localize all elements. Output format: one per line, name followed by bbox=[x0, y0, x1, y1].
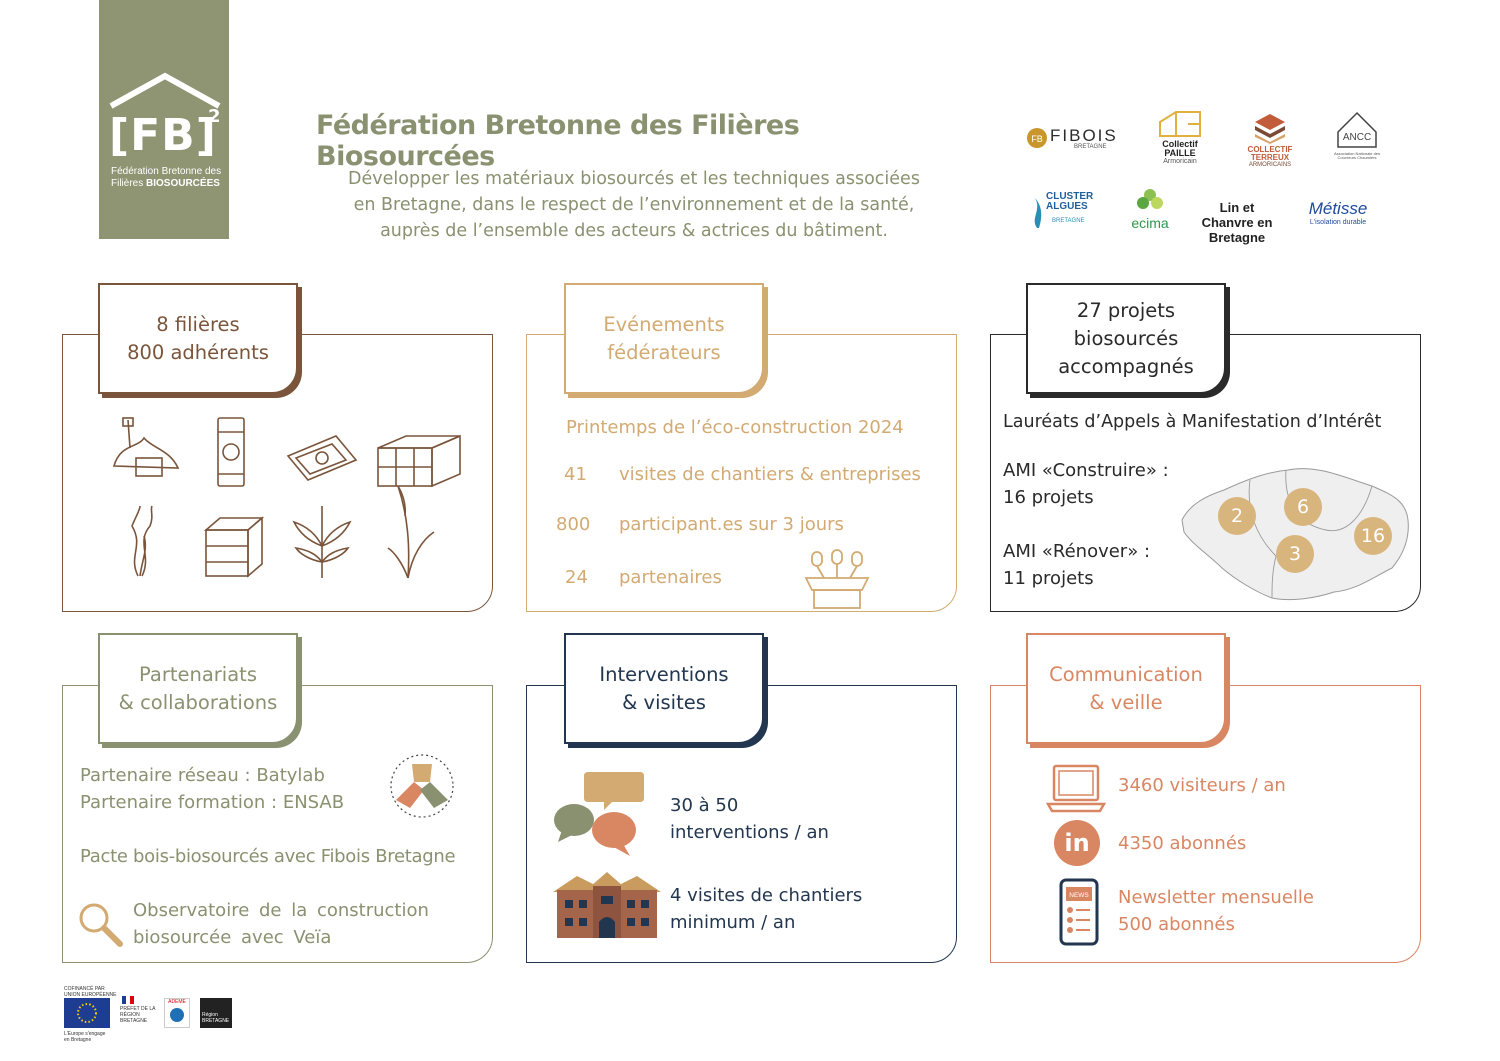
hemp-icon bbox=[292, 506, 352, 578]
laptop-icon bbox=[1046, 764, 1106, 813]
building-icon bbox=[553, 872, 661, 938]
logo-subtitle: Fédération Bretonne des Filières BIOSOUR… bbox=[111, 166, 222, 189]
algae-icon bbox=[1034, 198, 1042, 228]
smartphone-newsletter-icon: NEWS bbox=[1059, 878, 1099, 946]
cellulose-icon bbox=[217, 417, 245, 487]
fibois-logo: FB FIBOIS BRETAGNE bbox=[1026, 124, 1128, 152]
svg-text:NEWS: NEWS bbox=[1069, 892, 1089, 899]
ancc-logo: ANCC Association Nationale des Couvreurs… bbox=[1330, 110, 1384, 168]
event-stat-num: 800 bbox=[556, 514, 591, 535]
funders-logos: COFINANCÉ PAR UNION EUROPÉENNE L'Europe … bbox=[62, 986, 234, 1044]
map-badge: 3 bbox=[1276, 535, 1314, 573]
page-title: Fédération Bretonne des Filières Biosour… bbox=[316, 110, 800, 172]
speech-bubbles-icon bbox=[554, 772, 644, 856]
event-stat-label: partenaires bbox=[619, 567, 722, 588]
handshake-circle-icon bbox=[390, 754, 454, 818]
ami-renover: AMI «Rénover» :11 projets bbox=[1003, 541, 1151, 589]
earth-layers-icon bbox=[1255, 114, 1285, 144]
collectif-paille-logo: Collectif PAILLE Armoricain bbox=[1152, 108, 1208, 166]
reed-icon bbox=[387, 485, 435, 579]
collectif-terreux-logo: COLLECTIF TERREUX ARMORICAINS bbox=[1238, 112, 1302, 170]
straw-house-icon bbox=[1159, 111, 1201, 137]
podium-microphone-icon bbox=[804, 549, 870, 609]
map-badge: 2 bbox=[1218, 497, 1256, 535]
lin-chanvre-logo: Lin et Chanvre en Bretagne bbox=[1201, 200, 1273, 245]
tab-interventions: Interventions& visites bbox=[564, 633, 764, 744]
seaweed-icon bbox=[131, 505, 153, 577]
europe-slogan: L'Europe s'engage en Bretagne bbox=[64, 1031, 106, 1043]
paper-icon bbox=[286, 435, 358, 481]
map-badge: 16 bbox=[1354, 517, 1392, 555]
wood-icon bbox=[377, 434, 461, 488]
linkedin-followers: 4350 abonnés bbox=[1118, 833, 1247, 854]
magnifier-icon bbox=[79, 903, 123, 947]
event-stat-label: participant.es sur 3 jours bbox=[619, 514, 844, 535]
ecima-logo: ecima bbox=[1124, 188, 1176, 234]
filieres-icons bbox=[112, 417, 461, 579]
earth-icon bbox=[112, 417, 180, 477]
eu-label: UNION EUROPÉENNE bbox=[64, 992, 117, 998]
map-badge: 6 bbox=[1284, 488, 1322, 526]
event-heading: Printemps de l’éco-construction 2024 bbox=[566, 417, 904, 438]
metisse-logo: Métisse L'isolation durable bbox=[1308, 199, 1368, 226]
marianne-icon bbox=[122, 996, 134, 1004]
cluster-algues-logo: CLUSTER ALGUES BRETAGNE bbox=[1030, 190, 1096, 230]
linkedin-icon: in bbox=[1054, 820, 1100, 866]
fibois-circle-icon: FB bbox=[1027, 128, 1047, 148]
event-stat-num: 24 bbox=[565, 567, 588, 588]
web-visitors: 3460 visiteurs / an bbox=[1118, 775, 1286, 796]
event-stat-num: 41 bbox=[564, 464, 587, 485]
clover-icon bbox=[1137, 189, 1163, 209]
svg-text:ANCC: ANCC bbox=[1343, 132, 1371, 143]
prefet-label: PRÉFET DE LA RÉGION BRETAGNE bbox=[120, 1006, 156, 1024]
logo-mark: [FB] bbox=[109, 110, 217, 161]
tab-partnerships: Partenariats& collaborations bbox=[98, 633, 298, 744]
cofinanced-label: COFINANCÉ PAR bbox=[64, 986, 105, 992]
svg-text:FB: FB bbox=[1031, 134, 1043, 144]
ami-construire: AMI «Construire» :16 projets bbox=[1003, 460, 1169, 508]
roof-icon bbox=[109, 72, 221, 109]
page-subtitle: Développer les matériaux biosourcés et l… bbox=[348, 169, 920, 241]
logo-superscript: 2 bbox=[208, 106, 221, 127]
event-stat-label: visites de chantiers & entreprises bbox=[619, 464, 921, 485]
eu-flag-icon bbox=[64, 998, 110, 1028]
tab-communication: Communication& veille bbox=[1026, 633, 1226, 744]
ademe-logo: ADEME bbox=[164, 998, 190, 1028]
thatch-roof-icon: ANCC bbox=[1337, 111, 1377, 148]
ami-heading: Lauréats d’Appels à Manifestation d’Inté… bbox=[1003, 412, 1382, 432]
pacte-bois: Pacte bois-biosourcés avec Fibois Bretag… bbox=[80, 846, 456, 867]
straw-bale-icon bbox=[203, 516, 265, 578]
ademe-circle-icon bbox=[170, 1008, 184, 1022]
region-bretagne-logo: Région BRETAGNE bbox=[200, 998, 232, 1028]
fb2-logo: [FB] 2 Fédération Bretonne des Filières … bbox=[99, 0, 229, 239]
